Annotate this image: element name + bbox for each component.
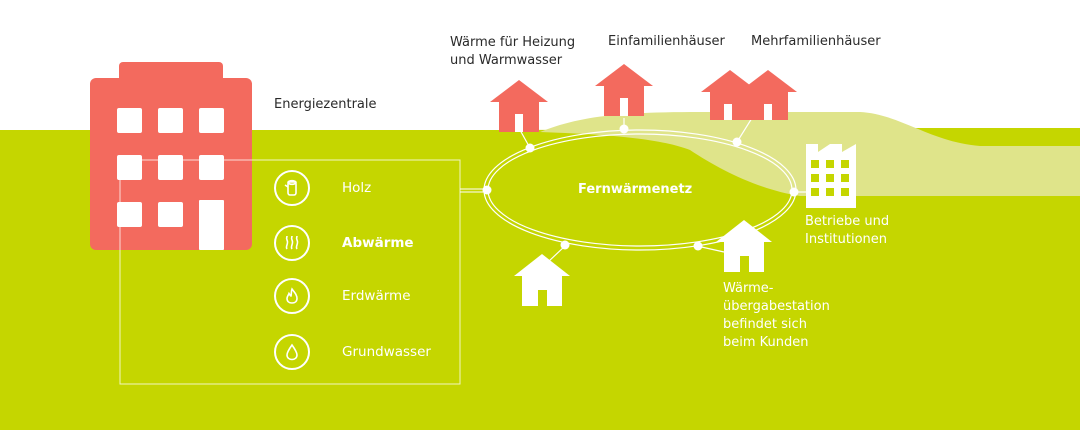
source-label: Holz	[342, 180, 372, 196]
sources-box	[119, 159, 461, 385]
heating-label: Wärme für Heizung und Warmwasser	[450, 35, 576, 68]
source-label: Grundwasser	[342, 344, 431, 360]
source-item-erdwaerme: Erdwärme	[274, 276, 411, 316]
network-nodes	[482, 124, 799, 251]
businesses-label: Betriebe und Institutionen	[805, 214, 890, 247]
network-node	[732, 137, 742, 147]
connector-line	[460, 188, 486, 193]
multi-family-label: Mehrfamilienhäuser	[751, 34, 881, 49]
source-item-grundwasser: Grundwasser	[274, 332, 431, 372]
source-label: Abwärme	[342, 235, 414, 251]
network-node	[789, 187, 799, 197]
wood-icon	[274, 170, 310, 206]
energy-center-building	[90, 62, 252, 250]
source-label: Erdwärme	[342, 288, 411, 304]
network-label: Fernwärmenetz	[578, 182, 693, 197]
network-node	[525, 143, 535, 153]
geothermal-icon	[274, 278, 310, 314]
source-item-holz: Holz	[274, 168, 371, 208]
network-node	[482, 185, 492, 195]
groundwater-icon	[274, 334, 310, 370]
factory-building	[806, 144, 856, 208]
energy-center-label: Energiezentrale	[274, 97, 377, 112]
source-item-abwaerme: Abwärme	[274, 223, 414, 263]
network-node	[560, 240, 570, 250]
transfer-station-label: Wärme- übergabestation befindet sich bei…	[723, 281, 830, 350]
waste-heat-icon	[274, 225, 310, 261]
customer-house-left	[514, 254, 570, 306]
single-family-house	[595, 64, 653, 116]
multi-family-houses	[701, 70, 797, 120]
transfer-station-house	[716, 220, 772, 272]
single-family-label: Einfamilienhäuser	[608, 34, 725, 49]
heating-house	[490, 80, 548, 132]
network-node	[693, 241, 703, 251]
network-node	[619, 124, 629, 134]
